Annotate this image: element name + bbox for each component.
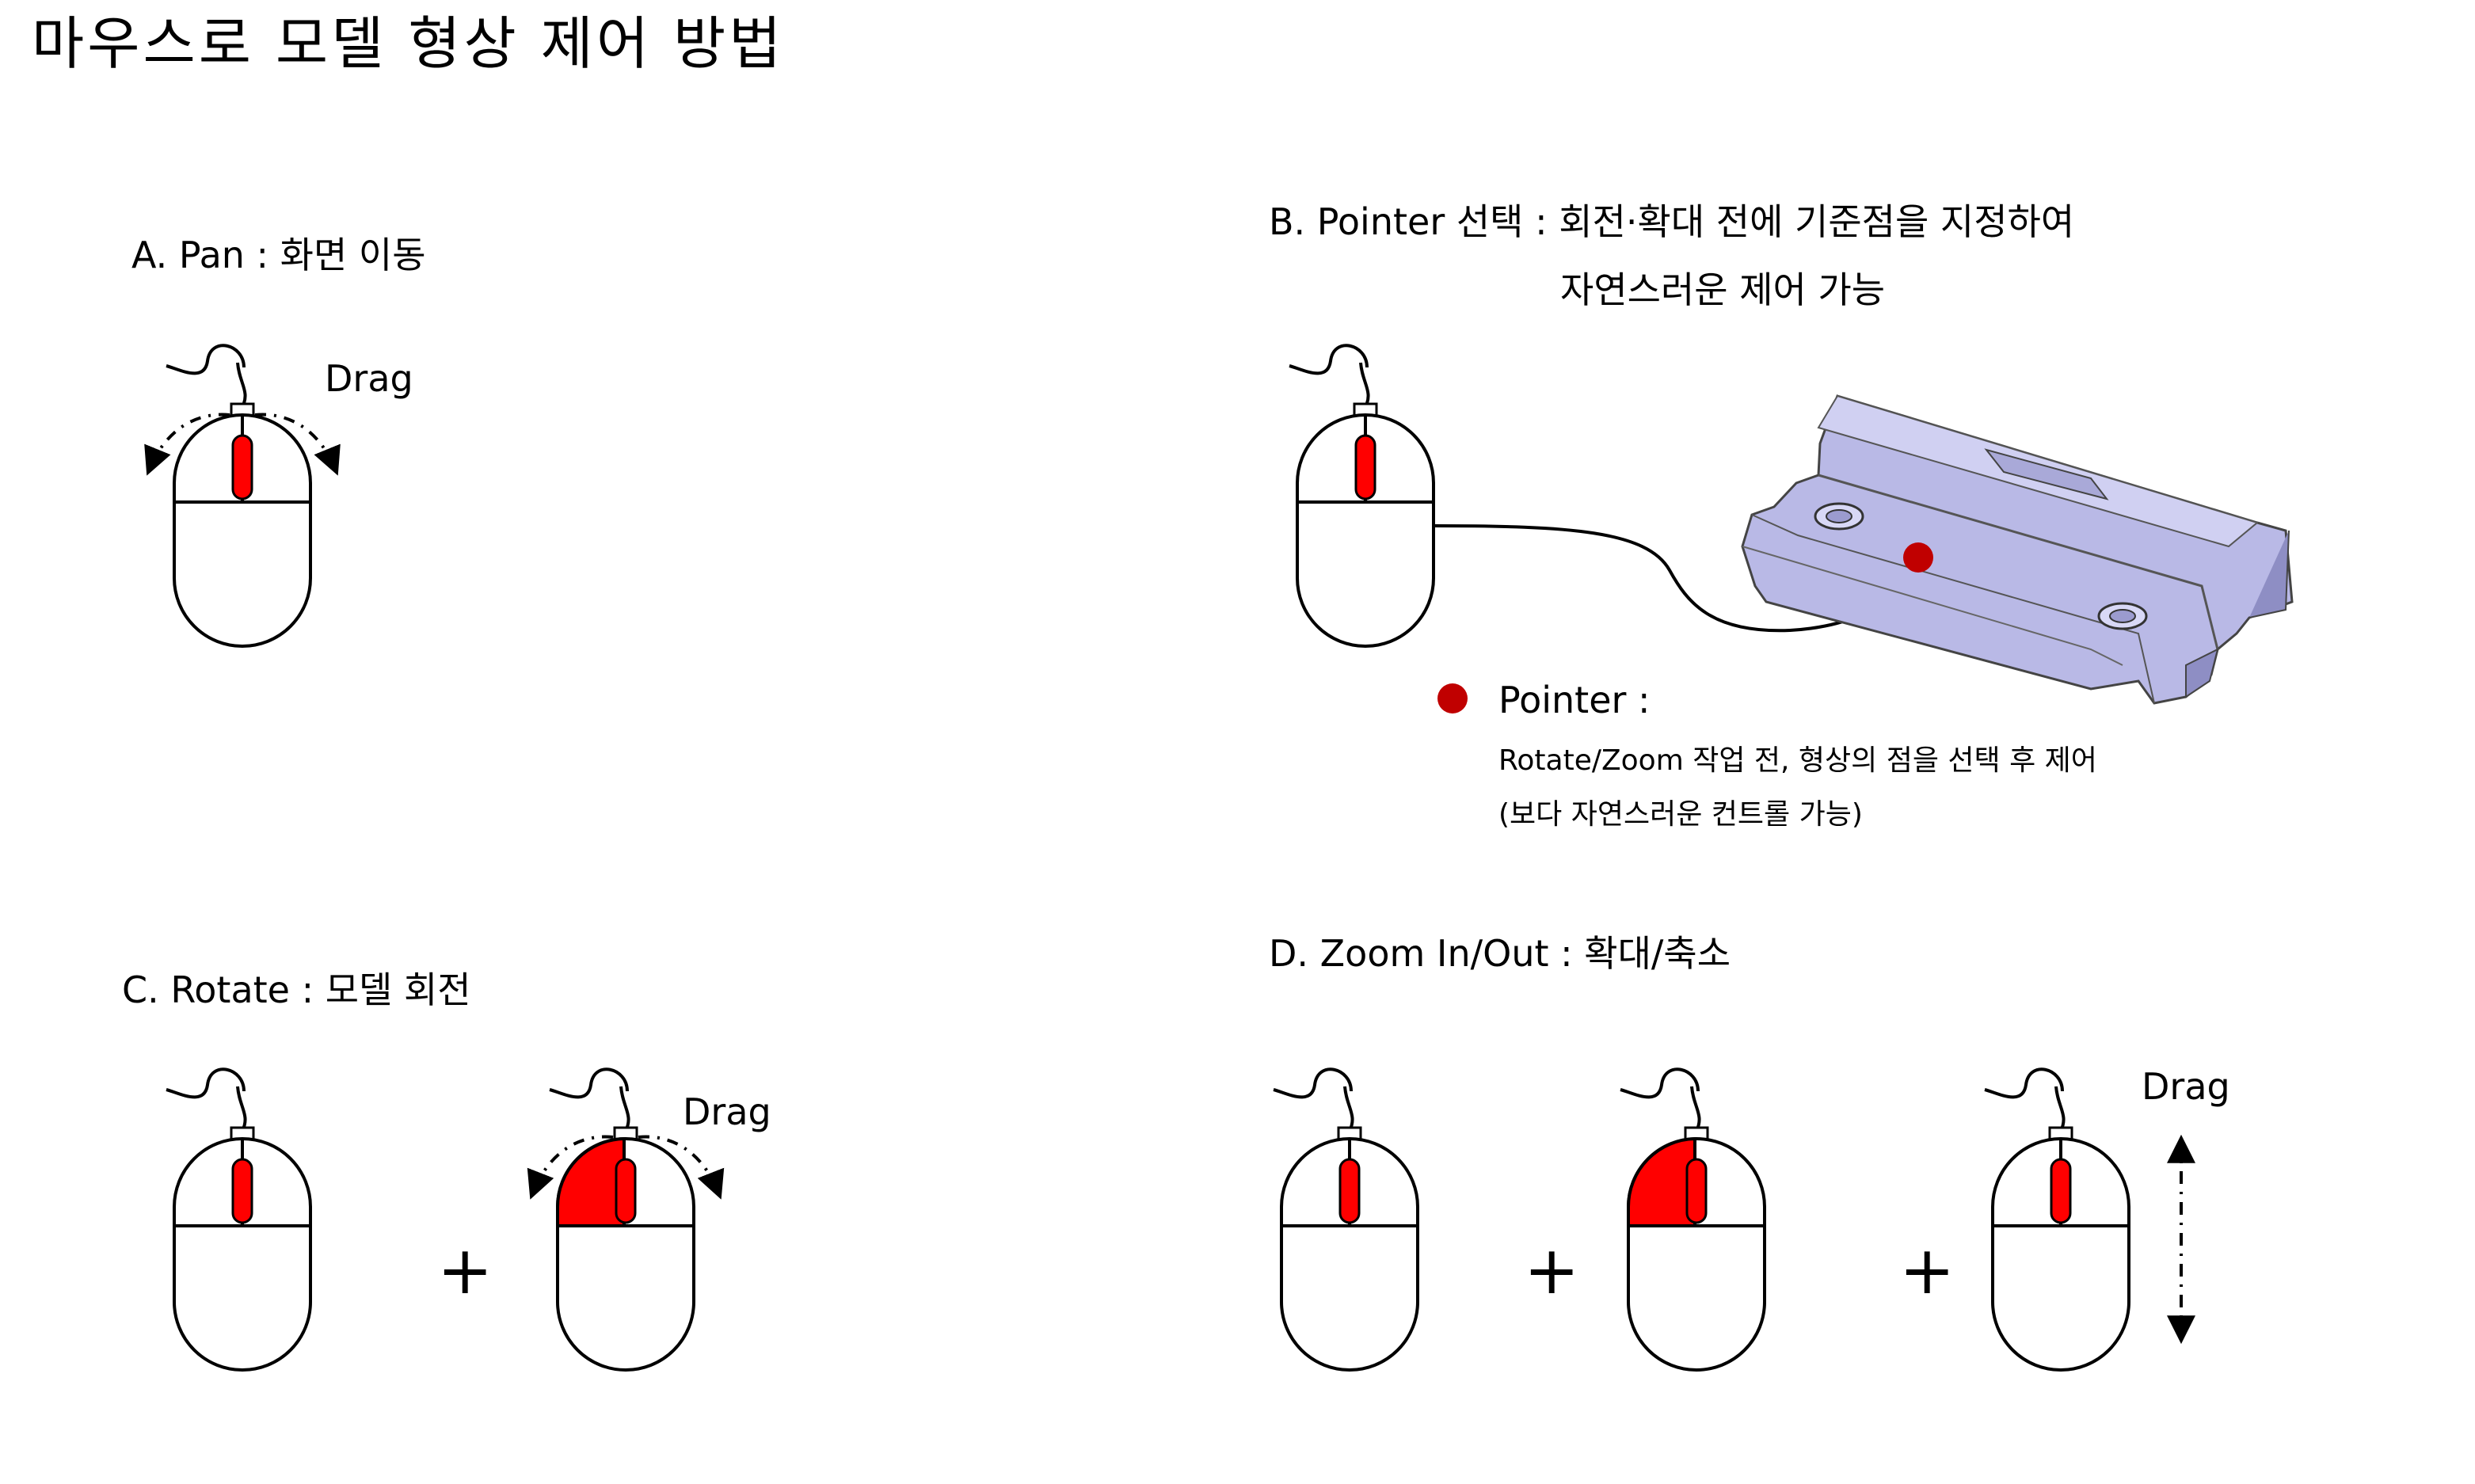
pointer-mouse-icon xyxy=(1288,344,1435,648)
rotate-mouse-1-icon xyxy=(165,1067,312,1372)
rotate-plus-sign: + xyxy=(437,1231,493,1309)
pan-drag-label: Drag xyxy=(325,357,413,400)
zoom-drag-label: Drag xyxy=(2142,1065,2230,1108)
zoom-mouse-2-icon xyxy=(1619,1067,1766,1372)
pointer-legend-desc1: Rotate/Zoom 작업 전, 형상의 점을 선택 후 제어 xyxy=(1498,744,2097,777)
zoom-plus-sign-1: + xyxy=(1524,1231,1580,1309)
pan-mouse-icon xyxy=(144,344,341,648)
zoom-plus-sign-2: + xyxy=(1899,1231,1955,1309)
zoom-mouse-1-icon xyxy=(1272,1067,1419,1372)
cad-part-image xyxy=(1741,394,2294,705)
zoom-heading: D. Zoom In/Out : 확대/축소 xyxy=(1269,932,1731,975)
pointer-legend-dot xyxy=(1437,683,1468,713)
pointer-marker xyxy=(1903,542,1933,573)
zoom-mouse-3-icon xyxy=(1983,1067,2130,1372)
page-title: 마우스로 모델 형상 제어 방법 xyxy=(32,10,785,77)
pan-heading: A. Pan : 화면 이동 xyxy=(131,234,426,276)
rotate-heading: C. Rotate : 모델 회전 xyxy=(122,968,471,1011)
pointer-heading-line2: 자연스러운 제어 가능 xyxy=(1560,268,1886,311)
pointer-legend-desc2: (보다 자연스러운 컨트롤 가능) xyxy=(1498,798,1863,831)
rotate-mouse-2-icon xyxy=(527,1067,725,1372)
pointer-heading-line1: B. Pointer 선택 : 회전·확대 전에 기준점을 지정하여 xyxy=(1269,200,2075,243)
pointer-legend-label: Pointer : xyxy=(1498,679,1651,721)
rotate-drag-label: Drag xyxy=(683,1090,771,1133)
